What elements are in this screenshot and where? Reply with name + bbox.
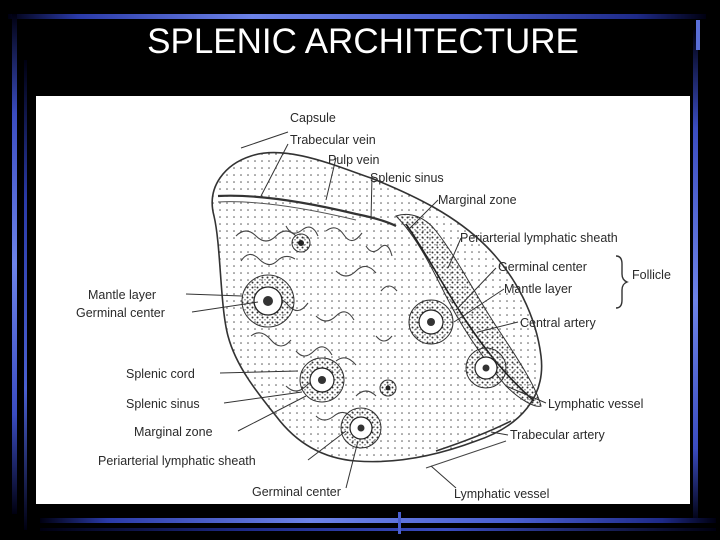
pals-region <box>395 213 542 407</box>
label-pals-left: Periarterial lymphatic sheath <box>98 454 256 468</box>
red-pulp-sinuses <box>235 225 398 421</box>
label-germinal-center-left: Germinal center <box>76 306 165 320</box>
label-splenic-cord: Splenic cord <box>126 367 195 381</box>
label-follicle: Follicle <box>632 268 671 282</box>
label-mantle-layer-right: Mantle layer <box>504 282 572 296</box>
label-pulp-vein: Pulp vein <box>328 153 379 167</box>
label-mantle-layer-left: Mantle layer <box>88 288 156 302</box>
small-follicle-2 <box>379 379 397 397</box>
spleen-diagram: Capsule Trabecular vein Pulp vein Spleni… <box>76 111 671 501</box>
central-artery-line <box>405 223 535 402</box>
frame-bar-corner <box>696 20 700 50</box>
label-marginal-zone-left: Marginal zone <box>134 425 213 439</box>
label-trabecular-artery: Trabecular artery <box>510 428 605 442</box>
frame-bar-right <box>693 30 698 522</box>
frame-bar-bottom-tick <box>398 512 401 534</box>
follicle-left-2 <box>299 357 345 403</box>
follicle-right-1 <box>408 299 454 345</box>
follicle-left-3 <box>340 407 382 449</box>
label-central-artery: Central artery <box>520 316 596 330</box>
label-germinal-center-bottom: Germinal center <box>252 485 341 499</box>
follicle-left-1 <box>241 274 295 328</box>
small-follicle <box>291 233 311 253</box>
slide-title: SPLENIC ARCHITECTURE <box>147 22 579 61</box>
label-capsule: Capsule <box>290 111 336 125</box>
frame-bar-bottom <box>40 518 716 523</box>
leader-lines <box>185 131 547 489</box>
frame-bar-left-inner <box>24 60 27 530</box>
diagram-panel: Capsule Trabecular vein Pulp vein Spleni… <box>36 96 690 504</box>
label-pals-right: Periarterial lymphatic sheath <box>460 231 618 245</box>
label-lymphatic-vessel-bottom: Lymphatic vessel <box>454 487 549 501</box>
label-trabecular-vein: Trabecular vein <box>290 133 376 147</box>
label-lymphatic-vessel-right: Lymphatic vessel <box>548 397 643 411</box>
label-marginal-zone-top: Marginal zone <box>438 193 517 207</box>
frame-bar-top <box>8 14 706 19</box>
frame-bar-left <box>12 14 17 514</box>
trabecular-artery-line <box>435 420 512 452</box>
trabecula <box>217 194 397 227</box>
follicle-right-2 <box>465 347 507 389</box>
label-splenic-sinus-top: Splenic sinus <box>370 171 444 185</box>
label-germinal-center-right: Germinal center <box>498 260 587 274</box>
label-splenic-sinus-left: Splenic sinus <box>126 397 200 411</box>
frame-bar-bottom-inner <box>40 528 716 531</box>
follicle-brace <box>615 255 629 309</box>
